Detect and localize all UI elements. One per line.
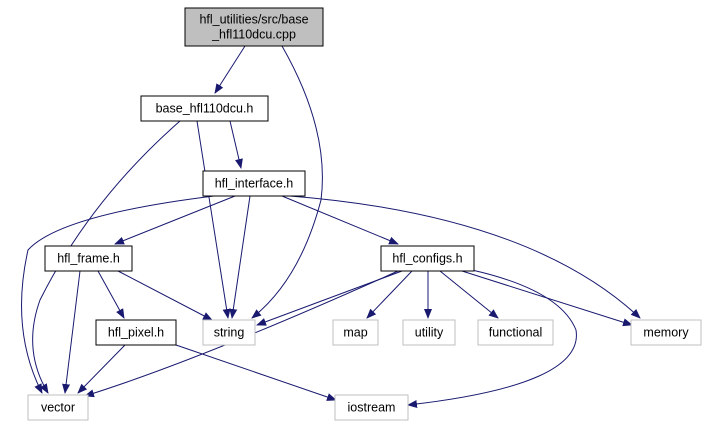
node-label: hfl_pixel.h <box>108 326 164 340</box>
node-label: hfl_configs.h <box>392 252 462 266</box>
node-label: _hfl110dcu.cpp <box>211 28 296 42</box>
node-interface-h[interactable]: hfl_interface.h <box>202 170 306 197</box>
edge-configs-h-to-map <box>366 270 413 319</box>
node-label: string <box>214 326 245 340</box>
node-root: hfl_utilities/src/base_hfl110dcu.cpp <box>184 7 324 47</box>
node-functional: functional <box>477 319 554 346</box>
edge-base-h-to-interface-h <box>229 120 243 169</box>
edge-configs-h-to-iostream <box>407 269 577 408</box>
edge-interface-h-to-frame-h <box>114 195 236 245</box>
node-label: base_hfl110dcu.h <box>156 102 254 116</box>
node-box <box>27 394 89 421</box>
node-string: string <box>202 319 256 346</box>
node-pixel-h[interactable]: hfl_pixel.h <box>95 319 177 346</box>
node-label: hfl_interface.h <box>215 177 294 191</box>
node-label: map <box>343 326 367 340</box>
node-label: utility <box>415 326 444 340</box>
node-label: vector <box>41 401 75 415</box>
edge-pixel-h-to-vector <box>77 344 126 394</box>
node-label: functional <box>489 326 543 340</box>
node-map: map <box>332 319 379 346</box>
node-box <box>140 95 269 122</box>
node-box <box>184 7 324 47</box>
edge-interface-h-to-string <box>229 195 251 319</box>
edge-base-h-to-vector <box>32 120 181 394</box>
node-iostream: iostream <box>334 394 409 421</box>
node-label: iostream <box>348 401 396 415</box>
node-configs-h[interactable]: hfl_configs.h <box>380 245 475 272</box>
node-vector: vector <box>27 394 89 421</box>
node-box <box>630 319 702 346</box>
edge-interface-h-to-memory <box>289 195 641 319</box>
node-label: hfl_frame.h <box>57 252 120 266</box>
node-box <box>334 394 409 421</box>
node-box <box>332 319 379 346</box>
edge-root-to-base-h <box>214 45 246 94</box>
node-box <box>44 245 133 272</box>
edge-configs-h-to-functional <box>439 270 499 319</box>
edge-configs-h-to-vector <box>84 270 399 398</box>
node-label: hfl_utilities/src/base <box>199 13 308 27</box>
edge-interface-h-to-vector <box>21 195 215 394</box>
node-base-h[interactable]: base_hfl110dcu.h <box>140 95 269 122</box>
node-box <box>202 319 256 346</box>
edge-interface-h-to-configs-h <box>281 195 399 245</box>
nodes: hfl_utilities/src/base_hfl110dcu.cppbase… <box>27 7 702 421</box>
edge-pixel-h-to-iostream <box>175 344 337 401</box>
node-box <box>402 319 456 346</box>
node-frame-h[interactable]: hfl_frame.h <box>44 245 133 272</box>
edge-frame-h-to-vector <box>62 270 81 394</box>
edge-frame-h-to-string <box>117 270 213 321</box>
node-memory: memory <box>630 319 702 346</box>
edge-frame-h-to-pixel-h <box>97 270 125 319</box>
node-box <box>95 319 177 346</box>
edge-base-h-to-string <box>196 120 231 319</box>
node-box <box>202 170 306 197</box>
node-label: memory <box>643 326 689 340</box>
edge-root-to-string <box>251 45 323 319</box>
edges <box>21 45 641 408</box>
node-box <box>380 245 475 272</box>
node-utility: utility <box>402 319 456 346</box>
node-box <box>477 319 554 346</box>
